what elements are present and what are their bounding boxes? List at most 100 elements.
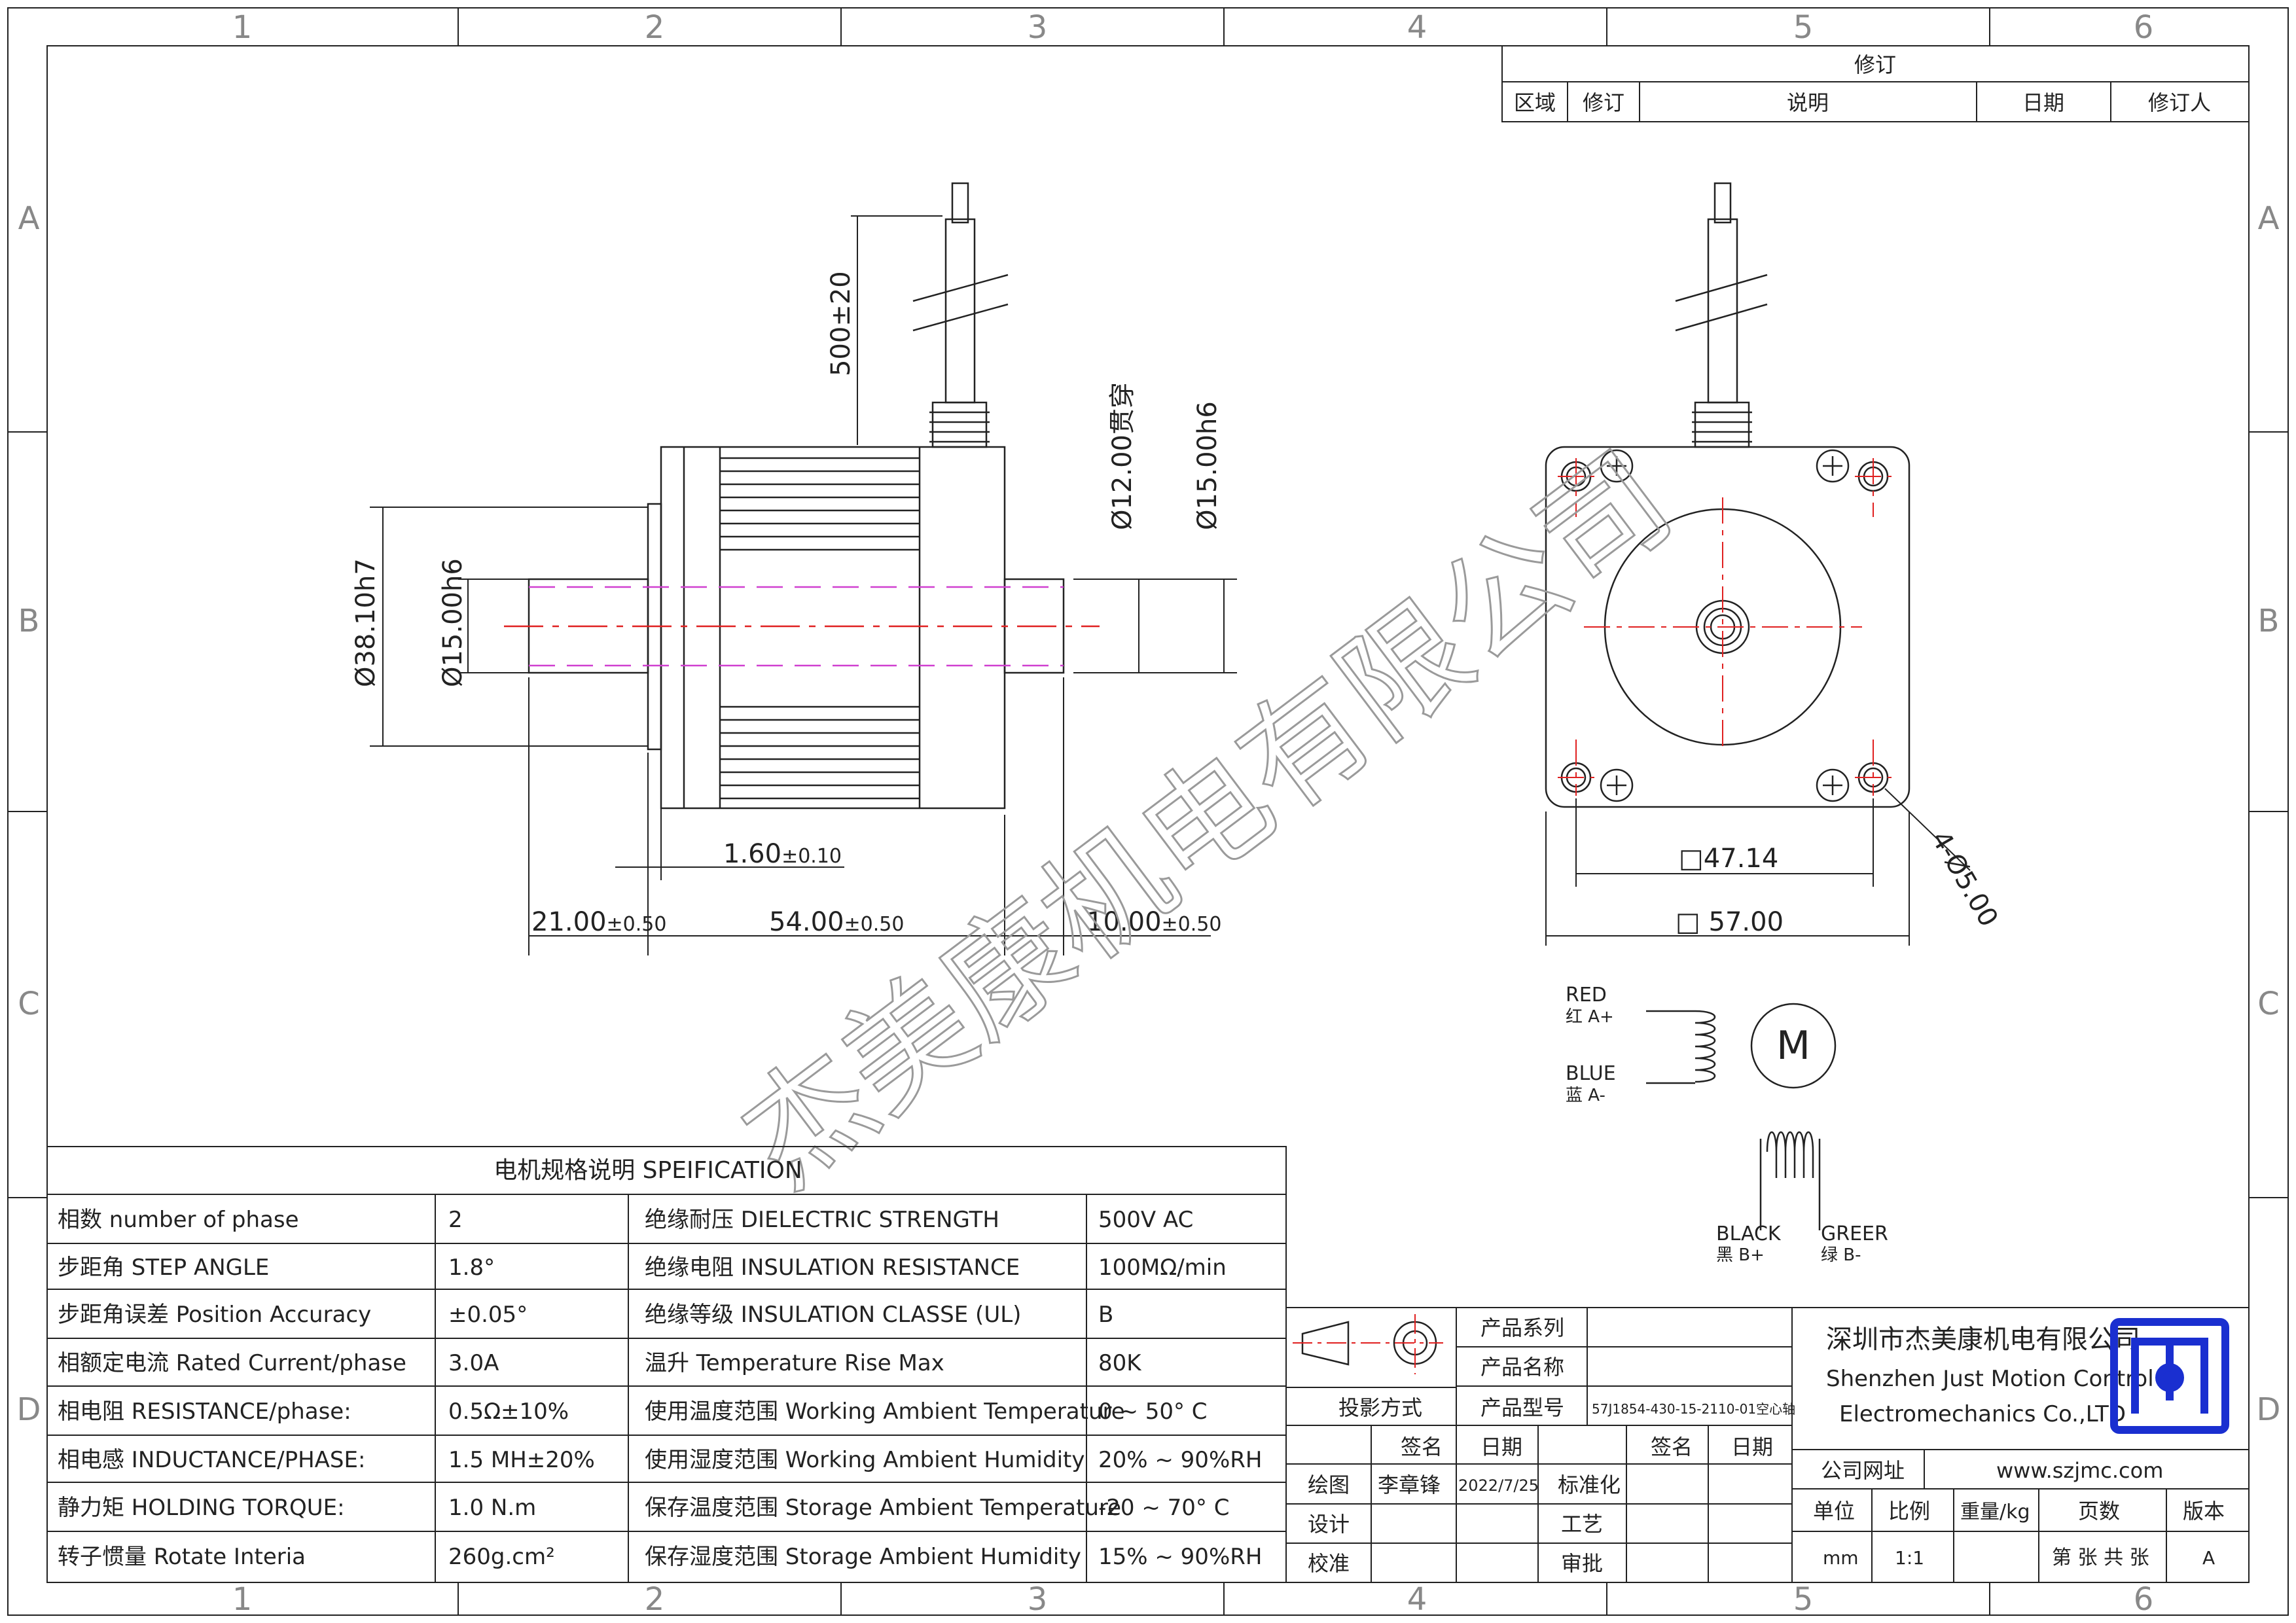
unit-value: mm <box>1823 1547 1859 1569</box>
dim-rear-shaft-value: 10.00 <box>1086 907 1162 937</box>
weight-label: 重量/kg <box>1960 1501 2030 1524</box>
spec-value: 260g.cm² <box>448 1544 555 1570</box>
col-label-4-bottom: 4 <box>1407 1581 1427 1618</box>
wire-green-label: GREER <box>1821 1222 1888 1245</box>
spec-label2: 保存湿度范围 Storage Ambient Humidity <box>645 1544 1081 1570</box>
front-centerlines <box>1558 458 1892 796</box>
spec-value2: 80K <box>1098 1350 1142 1376</box>
spec-value2: 100MΩ/min <box>1098 1255 1227 1281</box>
revision-col-rev: 修订 <box>1583 90 1624 115</box>
spec-label: 转子惯量 Rotate Interia <box>58 1544 306 1570</box>
dim-front-shaft: 21.00±0.50 <box>531 907 666 937</box>
dim-body-length-value: 54.00 <box>769 907 844 937</box>
revision-col-date: 日期 <box>2022 90 2064 115</box>
dim-bore: Ø12.00贯穿 <box>1107 382 1138 530</box>
col-label-2: 2 <box>645 9 665 46</box>
product-model-label: 产品型号 <box>1480 1395 1564 1420</box>
col-label-1-bottom: 1 <box>232 1581 253 1618</box>
dim-flange-thickness: 1.60±0.10 <box>723 839 842 869</box>
spec-label2: 绝缘等级 INSULATION CLASSE (UL) <box>645 1302 1021 1328</box>
spec-value: 3.0A <box>448 1350 499 1376</box>
dim-body-diameter: Ø38.10h7 <box>351 558 381 687</box>
company-name-cn: 深圳市杰美康机电有限公司 <box>1826 1325 2140 1355</box>
spec-label: 步距角 STEP ANGLE <box>58 1255 269 1281</box>
wire-red-label: RED <box>1566 984 1607 1007</box>
dim-shaft-right: Ø15.00h6 <box>1193 401 1223 530</box>
company-logo <box>2110 1318 2229 1434</box>
wire-blue-cn: 蓝 A- <box>1566 1086 1605 1105</box>
check-label: 校准 <box>1308 1551 1350 1576</box>
drawn-by: 李章锋 <box>1378 1472 1441 1497</box>
row-label-c: C <box>18 986 40 1022</box>
projection-label: 投影方式 <box>1338 1395 1422 1420</box>
title-block: 产品系列 产品名称 产品型号 57J1854-430-15-2110-01空心轴… <box>1285 1307 2250 1583</box>
spec-label2: 绝缘耐压 DIELECTRIC STRENGTH <box>645 1207 999 1233</box>
spec-value2: -20 ~ 70° C <box>1098 1495 1229 1521</box>
revision-col-area: 区域 <box>1514 90 1556 115</box>
row-label-a: A <box>18 200 40 237</box>
product-name-label: 产品名称 <box>1480 1355 1564 1380</box>
revision-col-desc: 说明 <box>1787 90 1829 115</box>
spec-value: 1.0 N.m <box>448 1495 536 1521</box>
col-label-2-bottom: 2 <box>645 1581 665 1618</box>
wire-black-cn: 黑 B+ <box>1716 1245 1765 1265</box>
col-label-6: 6 <box>2134 9 2154 46</box>
spec-value: 1.5 MH±20% <box>448 1447 595 1473</box>
spec-label2: 绝缘电阻 INSULATION RESISTANCE <box>645 1255 1020 1281</box>
unit-label: 单位 <box>1813 1499 1855 1524</box>
dim-rear-shaft: 10.00±0.50 <box>1086 907 1221 937</box>
col-label-6-bottom: 6 <box>2134 1581 2154 1618</box>
motor-symbol-label: M <box>1776 1023 1810 1069</box>
company-name-en-2: Electromechanics Co.,LTD <box>1839 1401 2126 1427</box>
dim-flange-tol: ±0.10 <box>781 845 842 868</box>
col-label-5: 5 <box>1793 9 1814 46</box>
dim-body-length: 54.00±0.50 <box>769 907 904 937</box>
company-name-en-1: Shenzhen Just Motion Control <box>1826 1366 2154 1392</box>
front-dimension-lines <box>1545 788 1971 946</box>
spec-label: 静力矩 HOLDING TORQUE: <box>58 1495 345 1521</box>
wiring-diagram: M RED 红 A+ BLUE 蓝 A- BLACK 黑 B+ GREER 绿 … <box>1566 984 1888 1265</box>
spec-label: 相额定电流 Rated Current/phase <box>58 1350 406 1376</box>
sign-header: 签名 <box>1401 1435 1443 1459</box>
dim-flange-value: 1.60 <box>723 839 781 869</box>
spec-title: 电机规格说明 SPEIFICATION <box>493 1157 802 1184</box>
spec-label2: 使用温度范围 Working Ambient Temperature <box>645 1399 1125 1425</box>
version-value: A <box>2202 1547 2215 1569</box>
spec-table: 电机规格说明 SPEIFICATION 相数 number of phase 2… <box>46 1146 1287 1583</box>
spec-value: 2 <box>448 1207 463 1233</box>
dim-cable-length: 500±20 <box>826 271 856 376</box>
product-series-label: 产品系列 <box>1480 1315 1564 1340</box>
motor-side-view <box>528 182 1065 810</box>
col-label-3-bottom: 3 <box>1028 1581 1048 1618</box>
row-label-c-right: C <box>2257 986 2280 1022</box>
website: www.szjmc.com <box>1996 1458 2163 1483</box>
spec-label: 相电阻 RESISTANCE/phase: <box>58 1399 351 1425</box>
spec-value2: 500V AC <box>1098 1207 1193 1233</box>
product-model: 57J1854-430-15-2110-01空心轴 <box>1592 1401 1795 1417</box>
revision-col-reviser: 修订人 <box>2148 90 2211 115</box>
row-label-d: D <box>17 1391 41 1428</box>
row-label-b-right: B <box>2258 603 2280 639</box>
spec-label: 相电感 INDUCTANCE/PHASE: <box>58 1447 365 1473</box>
standardize-label: 标准化 <box>1558 1472 1621 1497</box>
spec-value2: 0 ~ 50° C <box>1098 1399 1208 1425</box>
wire-green-cn: 绿 B- <box>1821 1245 1861 1265</box>
dim-shaft-left: Ø15.00h6 <box>438 558 468 687</box>
spec-value2: B <box>1098 1302 1113 1328</box>
col-label-4: 4 <box>1407 9 1427 46</box>
spec-label: 步距角误差 Position Accuracy <box>58 1302 371 1328</box>
col-label-3: 3 <box>1028 9 1048 46</box>
col-label-1: 1 <box>232 9 253 46</box>
spec-label2: 保存温度范围 Storage Ambient Temperature <box>645 1495 1121 1521</box>
revision-title: 修订 <box>1854 52 1896 77</box>
drawn-date: 2022/7/25 <box>1458 1476 1539 1495</box>
date-header-2: 日期 <box>1731 1435 1773 1459</box>
col-label-5-bottom: 5 <box>1793 1581 1814 1618</box>
pages-label: 页数 <box>2078 1499 2120 1524</box>
sign-header-2: 签名 <box>1651 1435 1693 1459</box>
dim-hole-spacing: □47.14 <box>1679 844 1778 874</box>
approve-label: 审批 <box>1561 1551 1603 1576</box>
wire-blue-label: BLUE <box>1566 1062 1616 1085</box>
scale-label: 比例 <box>1888 1499 1930 1524</box>
